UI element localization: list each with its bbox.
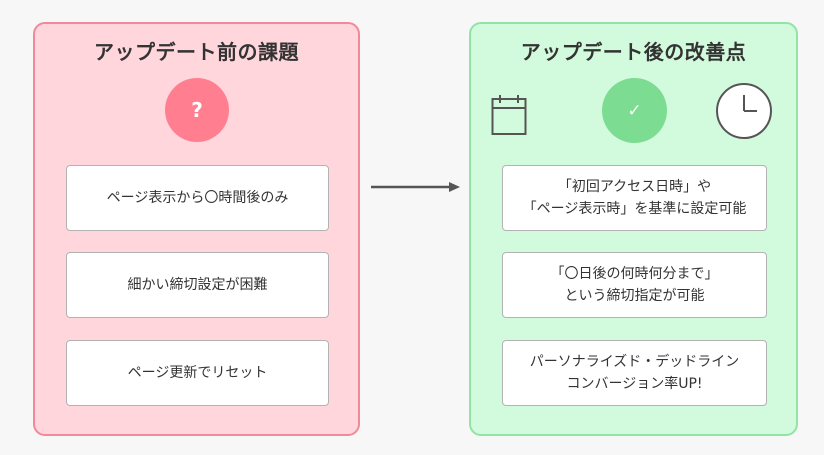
after-panel: アップデート後の改善点 ✓ 「初回アクセス日時」や 「ページ表示時」を基準に設定… — [469, 22, 798, 436]
question-icon-glyph: ? — [191, 98, 203, 122]
before-card-1: ページ表示から〇時間後のみ — [66, 165, 329, 231]
after-card-3-line-1: パーソナライズド・デッドライン — [529, 354, 740, 370]
before-panel-title: アップデート前の課題 — [94, 40, 299, 64]
after-panel-title: アップデート後の改善点 — [520, 40, 747, 64]
clock-icon — [716, 83, 772, 139]
after-card-2: 「〇日後の何時何分まで」 という締切指定が可能 — [502, 252, 767, 318]
calendar-icon — [491, 95, 527, 135]
after-card-2-line-1: 「〇日後の何時何分まで」 — [550, 266, 719, 282]
after-card-3-line-2: コンバージョン率UP! — [566, 376, 703, 392]
after-card-1-line-1: 「初回アクセス日時」や — [557, 179, 712, 195]
before-card-2-text: 細かい締切設定が困難 — [127, 277, 268, 293]
arrow-right-icon — [371, 182, 460, 192]
after-card-3: パーソナライズド・デッドライン コンバージョン率UP! — [502, 340, 767, 406]
after-card-1-line-2: 「ページ表示時」を基準に設定可能 — [522, 201, 747, 217]
after-card-1: 「初回アクセス日時」や 「ページ表示時」を基準に設定可能 — [502, 165, 767, 231]
before-card-2: 細かい締切設定が困難 — [66, 252, 329, 318]
check-icon-glyph: ✓ — [627, 100, 642, 121]
after-card-2-line-2: という締切指定が可能 — [564, 288, 705, 304]
check-icon: ✓ — [602, 78, 667, 143]
question-icon: ? — [165, 78, 229, 142]
before-card-1-text: ページ表示から〇時間後のみ — [106, 190, 289, 206]
before-card-3-text: ページ更新でリセット — [127, 365, 268, 381]
before-panel: アップデート前の課題 ? ページ表示から〇時間後のみ 細かい締切設定が困難 ペー… — [33, 22, 360, 436]
before-card-3: ページ更新でリセット — [66, 340, 329, 406]
